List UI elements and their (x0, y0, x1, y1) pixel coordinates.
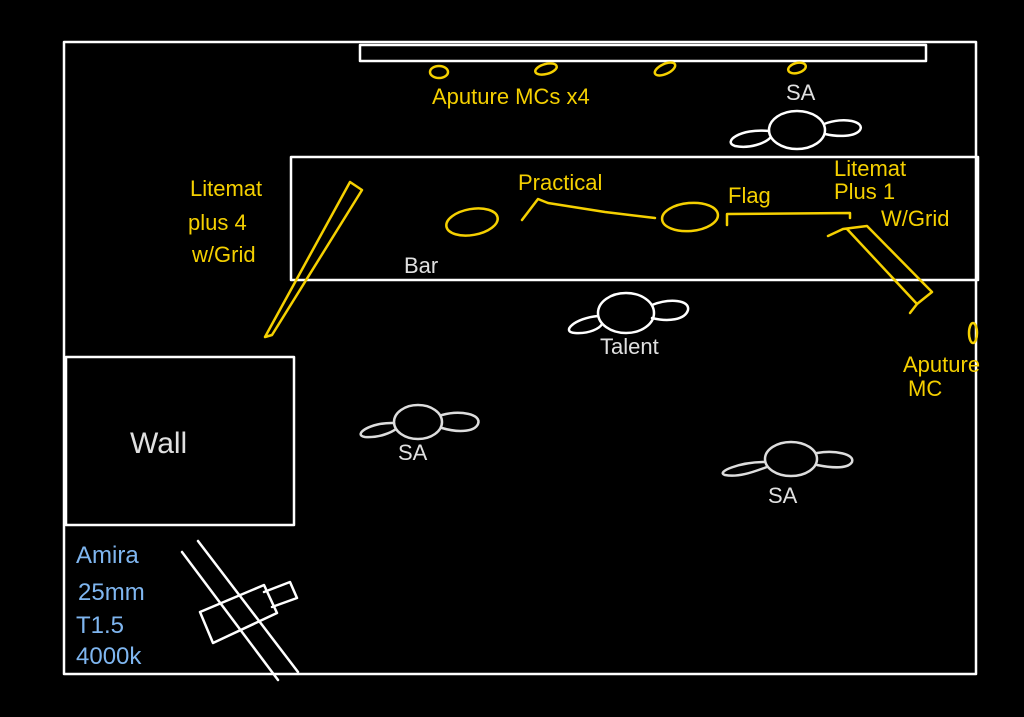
talent-label: Talent (600, 334, 659, 359)
sa-left-label: SA (398, 440, 428, 465)
sa-top-label: SA (786, 80, 816, 105)
aputure-right-label-1: Aputure (903, 352, 980, 377)
practical-light-left (445, 207, 499, 237)
wall-label: Wall (130, 427, 187, 460)
bar-counter (289, 155, 980, 282)
camera-label-4: 4000k (76, 643, 142, 670)
top-lights-label: Aputure MCs x4 (432, 84, 590, 109)
camera-label-3: T1.5 (76, 612, 124, 639)
wall (64, 355, 296, 527)
aputure-right-label-2: MC (908, 376, 942, 401)
camera-label-2: 25mm (78, 579, 145, 606)
camera-dolly (180, 539, 300, 682)
top-rail (358, 43, 928, 63)
litemat-left-label-2: plus 4 (188, 210, 247, 235)
sa-right-label: SA (768, 483, 798, 508)
flag (725, 211, 852, 227)
practical-cable (520, 197, 657, 222)
bar-label: Bar (404, 253, 438, 278)
camera-label-1: Amira (76, 542, 139, 569)
flag-label: Flag (728, 183, 771, 208)
person-sa-left (359, 403, 480, 441)
litemat-right-label-1: Litemat (834, 156, 906, 181)
litemat-plus-1-right (826, 224, 934, 306)
aputure-mc-right (967, 321, 979, 345)
litemat-plus-4-left (263, 180, 364, 339)
litemat-right-label-2: Plus 1 (834, 179, 895, 204)
practical-label: Practical (518, 170, 602, 195)
room-outline (62, 40, 978, 676)
litemat-left-label-1: Litemat (190, 176, 262, 201)
practical-light-right (660, 201, 720, 233)
aputure-mc-lights-top (428, 61, 808, 80)
person-talent (567, 291, 690, 335)
person-sa-right (721, 440, 854, 478)
litemat-stand (908, 302, 919, 315)
litemat-right-label-3: W/Grid (881, 206, 949, 231)
person-sa-top (729, 109, 862, 151)
litemat-left-label-3: w/Grid (191, 242, 256, 267)
